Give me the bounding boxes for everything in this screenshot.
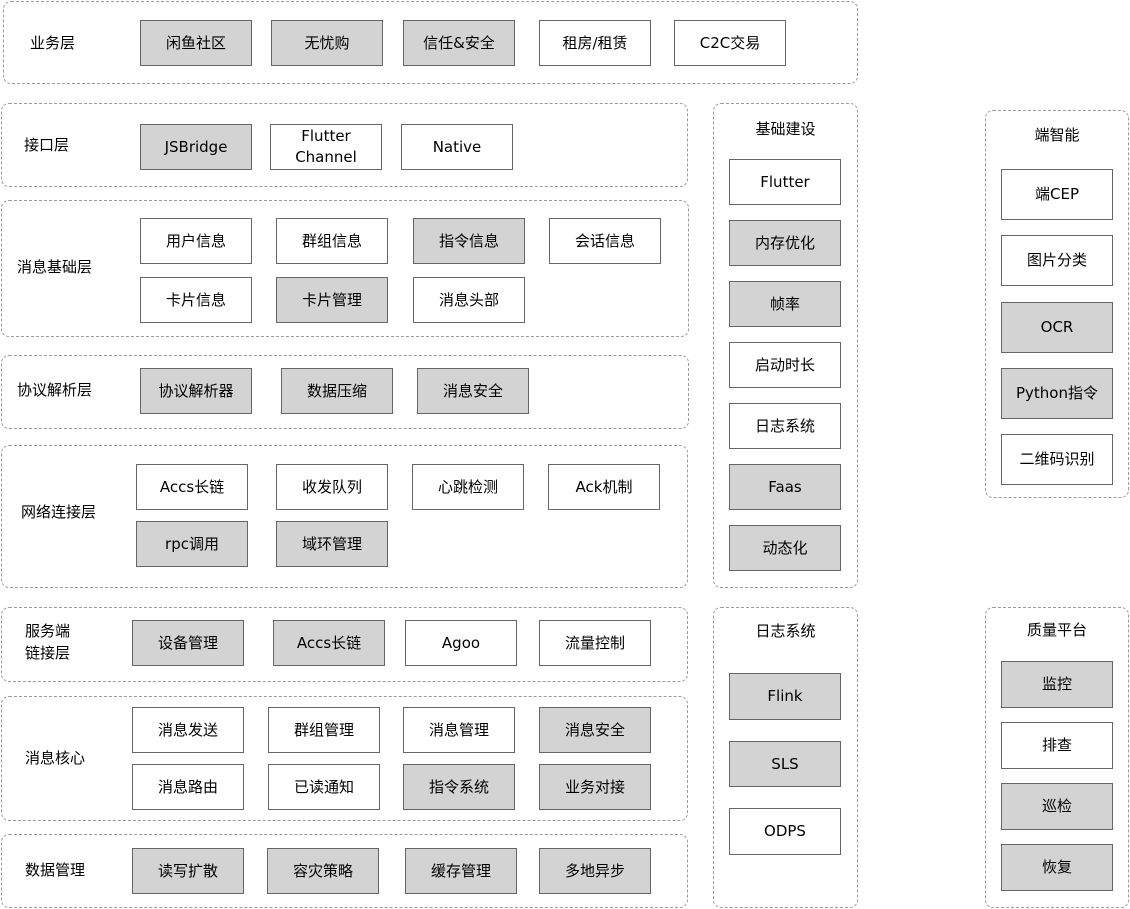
edge-ai-item-image-classify: 图片分类: [1001, 235, 1113, 286]
business-layer: 业务层: [3, 1, 858, 84]
data-mgmt-layer: 数据管理: [1, 834, 688, 908]
protocol-layer-label: 协议解析层: [17, 381, 93, 399]
infra-item-dynamic: 动态化: [729, 525, 841, 571]
interface-item-flutter-channel: Flutter Channel: [270, 124, 382, 170]
server-link-item-flow-control: 流量控制: [539, 620, 651, 666]
quality-item-troubleshoot: 排查: [1001, 722, 1113, 769]
business-item-rental: 租房/租赁: [539, 20, 651, 66]
infra-item-framerate: 帧率: [729, 281, 841, 327]
message-core-item-read-notify: 已读通知: [268, 764, 380, 810]
business-item-wuyougou: 无忧购: [271, 20, 383, 66]
log-system-item-odps: ODPS: [729, 808, 841, 855]
server-link-layer: 服务端 链接层: [1, 607, 688, 682]
infra-item-flutter: Flutter: [729, 159, 841, 205]
message-base-layer-label: 消息基础层: [17, 258, 93, 276]
network-item-domain-ring: 域环管理: [276, 521, 388, 567]
business-item-c2c: C2C交易: [674, 20, 786, 66]
server-link-layer-label: 服务端 链接层: [25, 622, 71, 662]
network-item-rpc: rpc调用: [136, 521, 248, 567]
message-core-item-message-security: 消息安全: [539, 707, 651, 753]
infra-panel-title: 基础建设: [755, 120, 816, 138]
data-mgmt-layer-label: 数据管理: [25, 861, 86, 879]
network-item-accs: Accs长链: [136, 464, 248, 510]
message-core-item-business-integration: 业务对接: [539, 764, 651, 810]
quality-panel-title: 质量平台: [1026, 621, 1087, 639]
message-base-item-group-info: 群组信息: [276, 218, 388, 264]
log-system-panel-title: 日志系统: [755, 622, 816, 640]
edge-ai-item-ocr: OCR: [1001, 302, 1113, 353]
infra-item-faas: Faas: [729, 464, 841, 510]
log-system-item-flink: Flink: [729, 673, 841, 720]
data-mgmt-item-multi-region-async: 多地异步: [539, 848, 651, 894]
protocol-item-parser: 协议解析器: [140, 368, 252, 414]
data-mgmt-item-disaster-recovery: 容灾策略: [267, 848, 379, 894]
network-layer: 网络连接层: [1, 445, 688, 588]
server-link-item-device-mgmt: 设备管理: [132, 620, 244, 666]
message-core-item-message-mgmt: 消息管理: [403, 707, 515, 753]
message-base-item-card-mgmt: 卡片管理: [276, 277, 388, 323]
log-system-item-sls: SLS: [729, 741, 841, 787]
message-core-item-command-system: 指令系统: [403, 764, 515, 810]
infra-item-logging: 日志系统: [729, 403, 841, 449]
infra-panel: 基础建设: [713, 103, 858, 588]
network-item-queue: 收发队列: [276, 464, 388, 510]
quality-item-monitor: 监控: [1001, 661, 1113, 708]
protocol-layer: 协议解析层: [1, 355, 689, 429]
server-link-item-accs: Accs长链: [273, 620, 385, 666]
network-item-heartbeat: 心跳检测: [412, 464, 524, 510]
message-core-item-send: 消息发送: [132, 707, 244, 753]
quality-panel: 质量平台: [985, 607, 1129, 908]
infra-item-memory: 内存优化: [729, 220, 841, 266]
protocol-item-compression: 数据压缩: [281, 368, 393, 414]
interface-item-jsbridge: JSBridge: [140, 124, 252, 170]
message-base-item-session-info: 会话信息: [549, 218, 661, 264]
message-core-item-group-mgmt: 群组管理: [268, 707, 380, 753]
message-core-layer-label: 消息核心: [25, 749, 86, 767]
message-base-item-user-info: 用户信息: [140, 218, 252, 264]
protocol-item-message-security: 消息安全: [417, 368, 529, 414]
message-base-item-message-header: 消息头部: [413, 277, 525, 323]
interface-layer-label: 接口层: [24, 136, 70, 154]
network-item-ack: Ack机制: [548, 464, 660, 510]
message-base-item-card-info: 卡片信息: [140, 277, 252, 323]
network-layer-label: 网络连接层: [21, 503, 97, 521]
edge-ai-item-python: Python指令: [1001, 368, 1113, 419]
edge-ai-panel: 端智能: [985, 110, 1129, 498]
quality-item-recover: 恢复: [1001, 844, 1113, 891]
interface-item-native: Native: [401, 124, 513, 170]
business-item-trust-security: 信任&安全: [403, 20, 515, 66]
business-layer-label: 业务层: [30, 34, 76, 52]
message-base-layer: 消息基础层: [1, 200, 689, 337]
edge-ai-item-cep: 端CEP: [1001, 169, 1113, 220]
log-system-panel: 日志系统: [713, 607, 858, 908]
business-item-xianyu-community: 闲鱼社区: [140, 20, 252, 66]
message-base-item-command-info: 指令信息: [413, 218, 525, 264]
edge-ai-item-qrcode: 二维码识别: [1001, 434, 1113, 485]
server-link-item-agoo: Agoo: [405, 620, 517, 666]
interface-layer: 接口层: [1, 103, 688, 187]
quality-item-inspect: 巡检: [1001, 783, 1113, 830]
data-mgmt-item-rw-diffusion: 读写扩散: [132, 848, 244, 894]
edge-ai-panel-title: 端智能: [1034, 126, 1080, 144]
message-core-item-routing: 消息路由: [132, 764, 244, 810]
infra-item-startup: 启动时长: [729, 342, 841, 388]
message-core-layer: 消息核心: [1, 696, 688, 821]
data-mgmt-item-cache-mgmt: 缓存管理: [405, 848, 517, 894]
